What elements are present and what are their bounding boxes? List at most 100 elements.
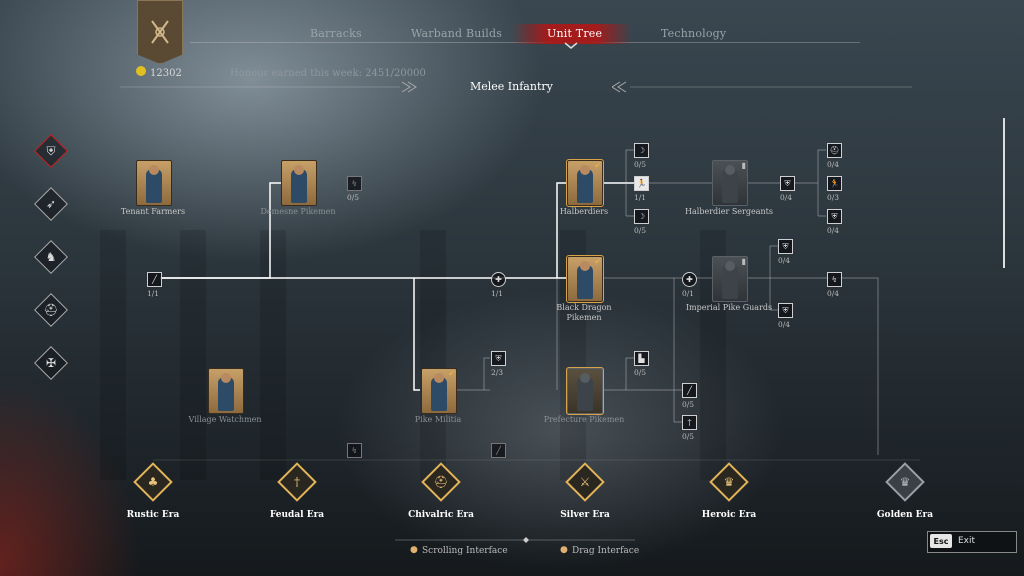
era-chivalric[interactable]: ⛑ — [421, 462, 461, 502]
era-label: Heroic Era — [701, 510, 757, 520]
unit-card-halberdier-sergeants[interactable]: ▮ — [712, 160, 748, 206]
crossed-swords-icon: ⚔ — [579, 475, 591, 489]
crown-icon: ♛ — [899, 475, 911, 489]
upgrade-count: 0/4 — [826, 226, 840, 235]
lock-icon: ▮ — [741, 161, 746, 170]
footer-divider — [395, 537, 635, 543]
era-feudal[interactable]: † — [277, 462, 317, 502]
horse-icon: ♞ — [45, 250, 57, 264]
era-label: Rustic Era — [126, 510, 180, 520]
upgrade-node[interactable]: ↯ — [347, 443, 362, 458]
category-heavy-infantry[interactable]: ⛑ — [34, 293, 68, 327]
upgrade-node[interactable]: ☽ — [634, 209, 649, 224]
title-divider — [612, 81, 912, 93]
upgrade-node[interactable]: ↯ — [827, 272, 842, 287]
sword-icon: † — [294, 475, 300, 489]
active-tab-chevron-icon — [564, 42, 578, 49]
era-heroic[interactable]: ♛ — [709, 462, 749, 502]
upgrade-node[interactable]: ↯ — [347, 176, 362, 191]
unit-label: Prefecture Pikemen — [543, 415, 625, 424]
upgrade-node[interactable]: ⛨ — [780, 176, 795, 191]
unit-card-prefecture-pikemen[interactable] — [566, 367, 604, 415]
upgrade-count: 1/1 — [146, 289, 160, 298]
crest-icon: ✠ — [45, 356, 57, 370]
upgrade-count: 0/5 — [633, 226, 647, 235]
active-tab-highlight — [512, 24, 632, 44]
vertical-scrollbar[interactable] — [1003, 118, 1005, 268]
upgrade-spear-node[interactable]: ╱ — [147, 272, 162, 287]
unit-card-demesne-pikemen[interactable] — [281, 160, 317, 206]
unit-card-pike-militia[interactable]: ✔ — [421, 368, 457, 414]
upgrade-count: 1/1 — [633, 193, 647, 202]
shield-icon: ⛨ — [46, 143, 56, 158]
cross-icon: ✚ — [495, 275, 502, 284]
tab-unit-tree[interactable]: Unit Tree — [547, 27, 603, 40]
bow-icon: ➶ — [45, 197, 57, 211]
upgrade-count: 0/5 — [633, 160, 647, 169]
spear-icon: ╱ — [687, 386, 692, 395]
tab-barracks[interactable]: Barracks — [310, 27, 362, 40]
upgrade-node-active[interactable]: 🏃 — [634, 176, 649, 191]
upgrade-node[interactable]: ⛨ — [778, 239, 793, 254]
upgrade-node[interactable]: 🏃 — [827, 176, 842, 191]
upgrade-count: 0/4 — [826, 160, 840, 169]
era-label: Silver Era — [560, 510, 610, 520]
upgrade-node[interactable]: † — [682, 415, 697, 430]
category-ranged[interactable]: ➶ — [34, 187, 68, 221]
unit-card-halberdiers[interactable]: ✔ — [566, 159, 604, 207]
upgrade-count: 0/4 — [777, 256, 791, 265]
helmet-icon: ⛑ — [433, 475, 449, 489]
upgrade-node[interactable]: ⛨ — [827, 209, 842, 224]
shield-icon: ⛨ — [782, 241, 789, 251]
tab-warband-builds[interactable]: Warband Builds — [411, 27, 503, 40]
category-cavalry[interactable]: ♞ — [34, 240, 68, 274]
unit-card-imperial-pike-guards[interactable]: ▮ — [712, 256, 748, 302]
upgrade-count: 0/5 — [346, 193, 360, 202]
upgrade-count: 2/3 — [490, 368, 504, 377]
cross-icon: ✚ — [686, 275, 693, 284]
tab-technology[interactable]: Technology — [661, 27, 727, 40]
unit-card-black-dragon-pikemen[interactable]: ✔ — [566, 255, 604, 303]
unit-card-village-watchmen[interactable] — [208, 368, 244, 414]
honour-total: 12302 — [150, 68, 182, 79]
upgrade-cross-node[interactable]: ✚ — [491, 272, 506, 287]
unit-label: Pike Militia — [414, 415, 462, 424]
unit-label: Demesne Pikemen — [260, 207, 336, 216]
upgrade-count: 0/4 — [826, 289, 840, 298]
upgrade-count: 0/5 — [633, 368, 647, 377]
boot-icon: ↯ — [351, 179, 358, 188]
unit-label: Halberdier Sergeants — [685, 207, 773, 216]
mouse-scroll-icon: ● — [410, 545, 418, 555]
unit-card-tenant-farmers[interactable] — [136, 160, 172, 206]
era-label: Golden Era — [876, 510, 934, 520]
upgrade-count: 0/4 — [777, 320, 791, 329]
exit-label: Exit — [958, 536, 976, 546]
upgrade-node[interactable]: ⛑ — [827, 143, 842, 158]
shield-icon: ⛨ — [782, 305, 789, 315]
era-golden[interactable]: ♛ — [885, 462, 925, 502]
upgrade-cross-node[interactable]: ✚ — [682, 272, 697, 287]
spear-icon: ╱ — [152, 275, 157, 284]
upgrade-node[interactable]: ▙ — [634, 351, 649, 366]
helmet-icon: ⛑ — [43, 303, 59, 317]
scrolling-hint: Scrolling Interface — [422, 546, 508, 556]
honour-icon — [136, 66, 146, 76]
upgrade-count: 0/1 — [681, 289, 695, 298]
category-melee-infantry[interactable]: ⛨ — [34, 134, 68, 168]
upgrade-count: 0/3 — [826, 193, 840, 202]
sword-icon: † — [687, 418, 692, 427]
era-rustic[interactable]: ♣ — [133, 462, 173, 502]
boot-icon: ▙ — [638, 354, 645, 363]
upgrade-node[interactable]: ☽ — [634, 143, 649, 158]
exit-button[interactable]: Esc Exit — [927, 531, 1017, 553]
lock-icon: ▮ — [741, 257, 746, 266]
upgrade-node[interactable]: ╱ — [491, 443, 506, 458]
shield-icon: ⛨ — [495, 353, 502, 363]
boot-icon: ↯ — [831, 275, 838, 284]
era-silver[interactable]: ⚔ — [565, 462, 605, 502]
upgrade-node[interactable]: ⛨ — [778, 303, 793, 318]
category-special[interactable]: ✠ — [34, 346, 68, 380]
upgrade-count: 1/1 — [490, 289, 504, 298]
upgrade-node[interactable]: ╱ — [682, 383, 697, 398]
upgrade-node[interactable]: ⛨ — [491, 351, 506, 366]
